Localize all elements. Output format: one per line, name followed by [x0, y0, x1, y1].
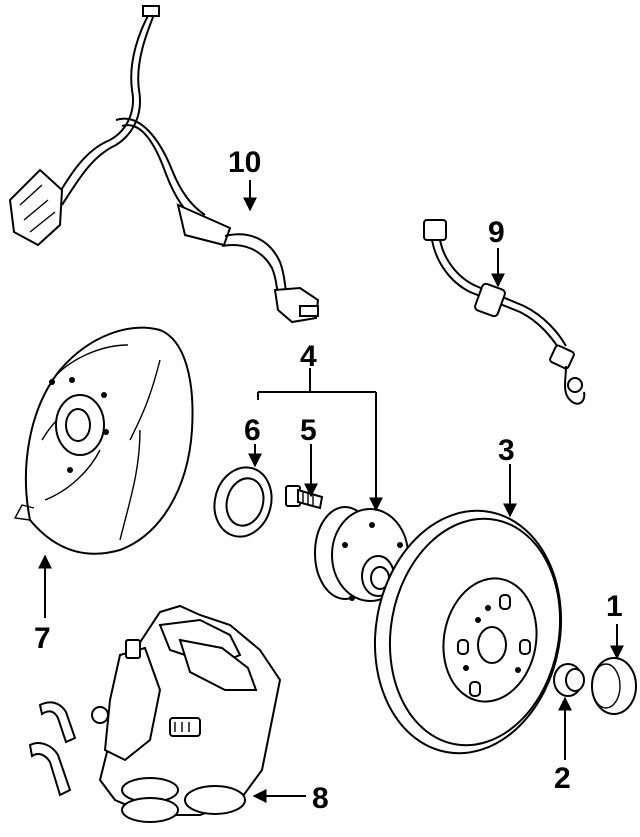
callout-7: 7 — [34, 622, 51, 655]
callout-9: 9 — [488, 216, 505, 249]
wheel-hub — [314, 506, 409, 602]
abs-sensor-harness — [8, 5, 320, 324]
callout-10: 10 — [228, 146, 261, 179]
callout-2: 2 — [554, 762, 571, 795]
hub-bolt — [285, 485, 324, 510]
callout-5: 5 — [300, 414, 317, 447]
hub-seal — [213, 466, 273, 538]
brake-rotor — [373, 509, 563, 755]
dust-shield — [13, 326, 194, 555]
brake-hose — [423, 219, 586, 405]
callout-labels: 10 9 4 6 5 3 1 7 2 8 — [34, 146, 623, 815]
callout-6: 6 — [244, 414, 261, 447]
brake-caliper — [28, 604, 282, 823]
callout-3: 3 — [498, 434, 515, 467]
callout-4: 4 — [300, 340, 317, 373]
grease-cap — [591, 657, 637, 715]
callout-8: 8 — [312, 782, 329, 815]
leader-lines — [38, 180, 624, 803]
callout-1: 1 — [606, 590, 623, 623]
axle-nut — [553, 663, 585, 697]
